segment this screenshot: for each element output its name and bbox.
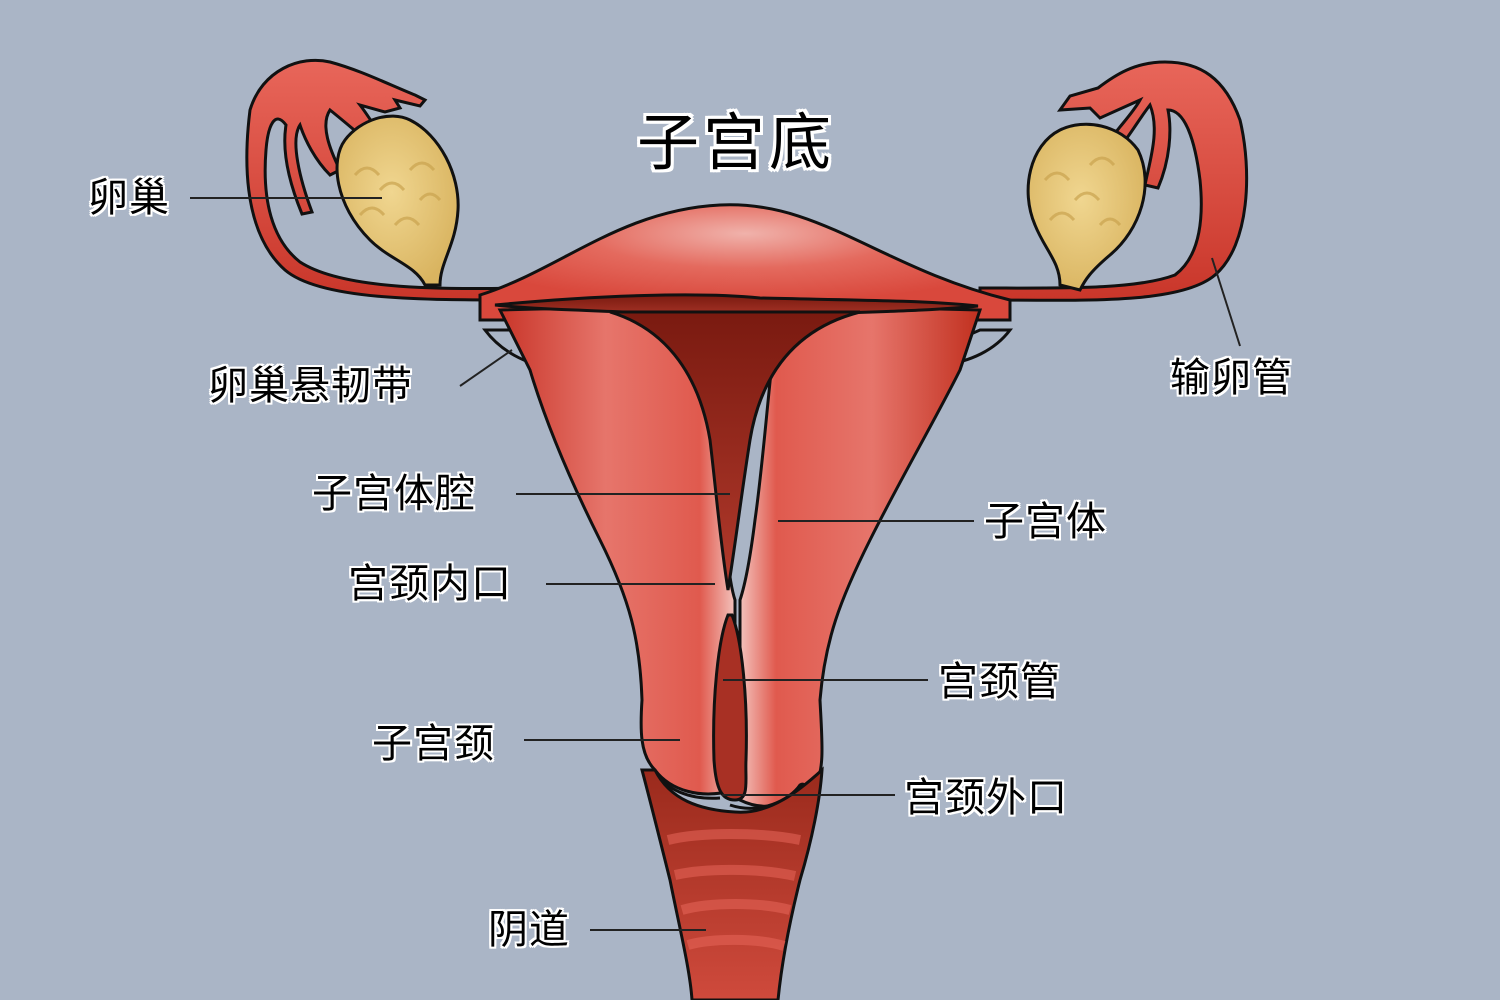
label-ovary: 卵巢: [88, 175, 170, 221]
label-fallopian-tube: 输卵管: [1170, 355, 1293, 401]
label-ovarian-ligament: 卵巢悬韧带: [208, 363, 413, 409]
right-ovary: [1026, 122, 1147, 292]
leader-ovarian-ligament: [459, 349, 513, 387]
label-uterine-body: 子宫体: [984, 499, 1107, 545]
vaginal-rugae: [666, 829, 801, 951]
leader-fallopian-tube: [1211, 257, 1241, 347]
label-external-os: 宫颈外口: [904, 775, 1068, 821]
label-cervical-canal: 宫颈管: [938, 659, 1061, 705]
leader-lines: [190, 197, 1241, 931]
uterine-fundus: [478, 203, 1012, 322]
label-internal-os: 宫颈内口: [348, 561, 512, 607]
left-ovary: [335, 114, 460, 287]
diagram-title: 子宫底: [637, 106, 836, 179]
uterine-cavity-shape: [609, 310, 861, 591]
cervical-canal-shape: [712, 613, 748, 802]
left-fallopian-tube: [245, 58, 522, 302]
label-cervix: 子宫颈: [372, 721, 495, 767]
label-uterine-cavity: 子宫体腔: [312, 471, 476, 517]
uterine-body-right: [738, 303, 983, 808]
label-vagina: 阴道: [488, 907, 570, 953]
